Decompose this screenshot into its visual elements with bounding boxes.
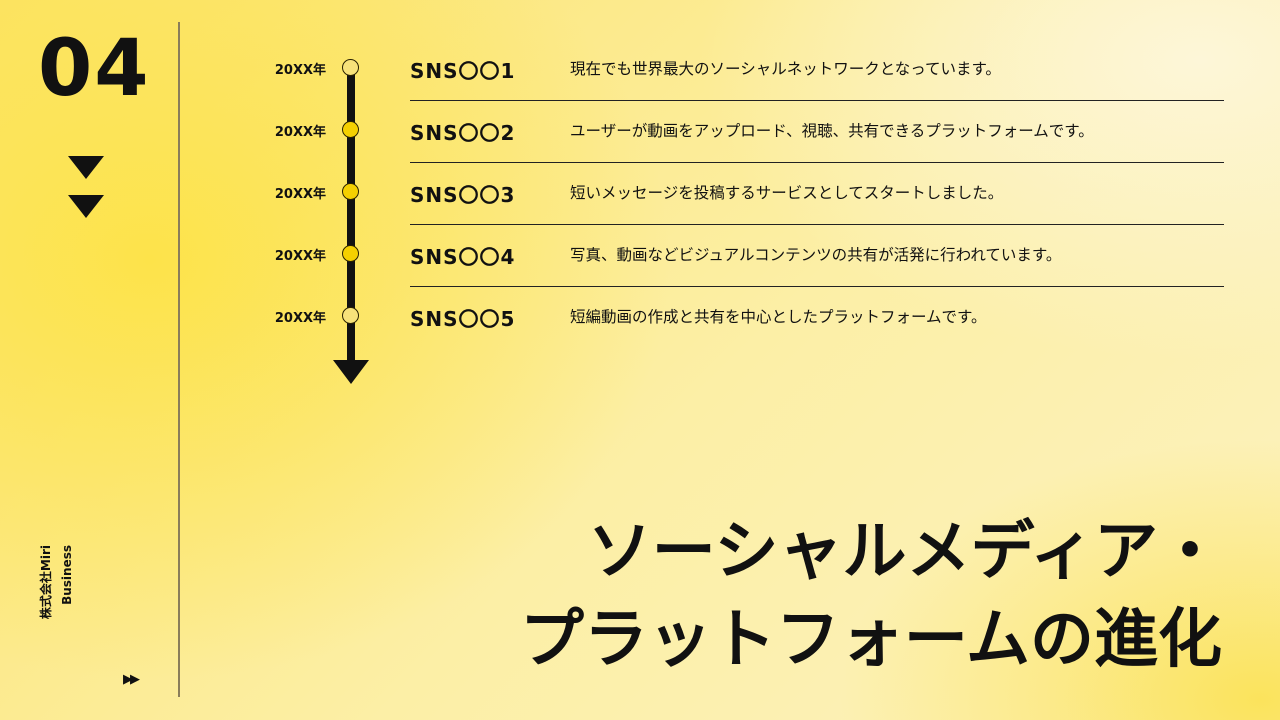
down-triangle-icon <box>68 156 104 179</box>
arrow-down-icon <box>333 360 369 384</box>
slide-number: 04 <box>38 24 151 114</box>
timeline-line <box>347 68 355 363</box>
timeline-year: 20XX年 <box>274 125 326 140</box>
title-line-1: ソーシャルメディア・ <box>587 515 1222 589</box>
row-divider <box>410 224 1224 225</box>
timeline-dot <box>342 59 359 76</box>
title-line-2: プラットフォームの進化 <box>519 603 1222 677</box>
timeline-description: 写真、動画などビジュアルコンテンツの共有が活発に行われています。 <box>570 246 1062 264</box>
row-divider <box>410 100 1224 101</box>
timeline-sns-name: SNS〇〇2 <box>410 121 516 145</box>
timeline-sns-name: SNS〇〇3 <box>410 183 516 207</box>
down-triangle-icon <box>68 195 104 218</box>
timeline-dot <box>342 307 359 324</box>
vertical-divider <box>178 22 180 697</box>
row-divider <box>410 162 1224 163</box>
timeline-description: 短いメッセージを投稿するサービスとしてスタートしました。 <box>570 184 1004 202</box>
timeline-dot <box>342 121 359 138</box>
company-name: 株式会社Miri Business <box>36 545 78 627</box>
company-line-2: Business <box>60 545 74 605</box>
company-line-1: 株式会社Miri <box>39 545 53 620</box>
row-divider <box>410 286 1224 287</box>
timeline-year: 20XX年 <box>274 187 326 202</box>
timeline-year: 20XX年 <box>274 249 326 264</box>
timeline-dot <box>342 183 359 200</box>
timeline-dot <box>342 245 359 262</box>
timeline-year: 20XX年 <box>274 63 326 78</box>
timeline-sns-name: SNS〇〇4 <box>410 245 516 269</box>
fast-forward-icon: ▶▶ <box>123 672 140 687</box>
timeline-sns-name: SNS〇〇5 <box>410 307 516 331</box>
timeline-description: 現在でも世界最大のソーシャルネットワークとなっています。 <box>570 60 1001 78</box>
timeline-description: ユーザーが動画をアップロード、視聴、共有できるプラットフォームです。 <box>570 122 1094 140</box>
timeline-sns-name: SNS〇〇1 <box>410 59 516 83</box>
timeline-year: 20XX年 <box>274 311 326 326</box>
timeline-description: 短編動画の作成と共有を中心としたプラットフォームです。 <box>570 308 987 326</box>
